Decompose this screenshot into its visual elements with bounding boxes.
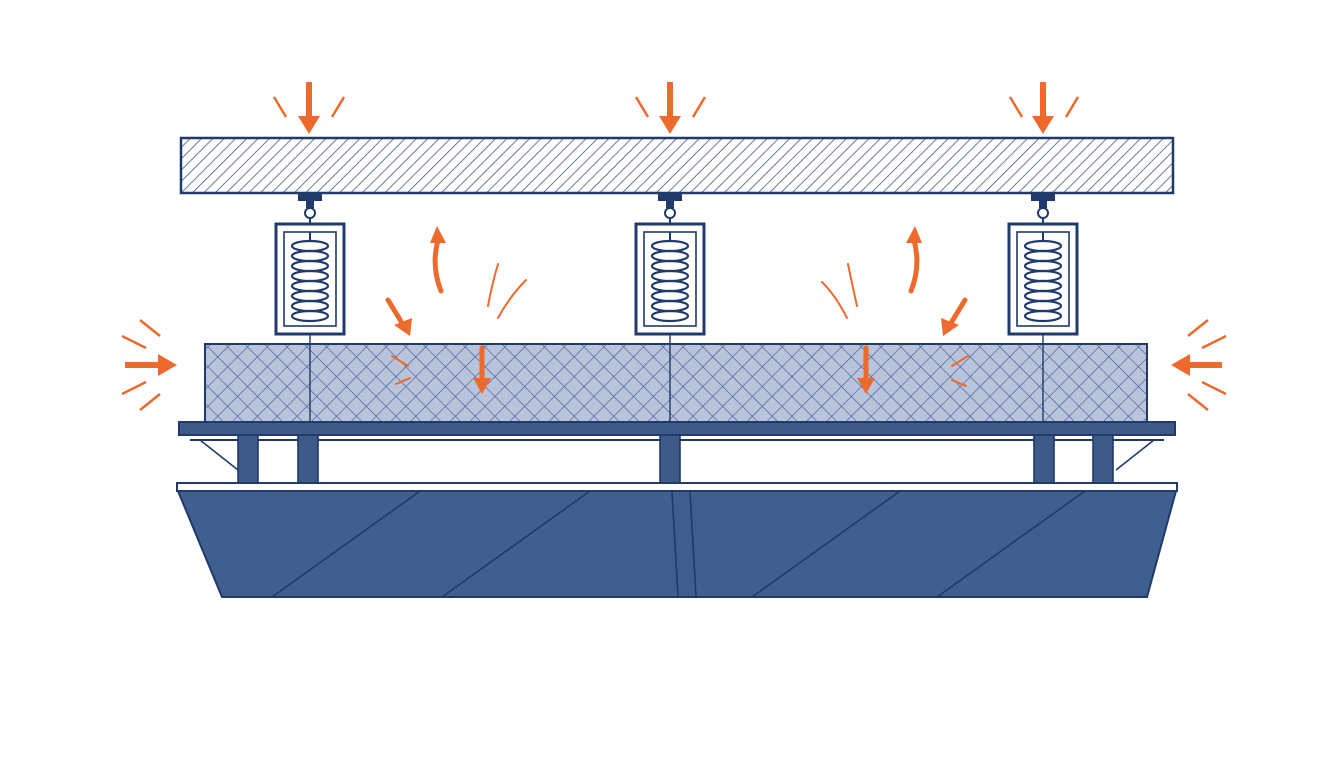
top-beam xyxy=(179,136,1175,195)
spring-isolator xyxy=(634,193,706,422)
horizontal-arrow-icon xyxy=(1171,319,1227,411)
coil-spring-icon xyxy=(1023,239,1063,323)
coil-spring-icon xyxy=(650,239,690,323)
horizontal-arrow-icon xyxy=(121,319,177,411)
down-arrow-icon xyxy=(473,345,491,394)
frame-top-plate xyxy=(178,421,1176,436)
top-load-arrows xyxy=(272,82,1080,134)
spring-isolator xyxy=(1007,193,1079,422)
motion-ticks xyxy=(391,263,969,387)
side-load-arrows xyxy=(121,319,1227,411)
curved-arrow-icon xyxy=(906,226,922,294)
base-block xyxy=(176,490,1178,598)
damping-mesh-layer xyxy=(204,343,1148,423)
down-arrow-icon xyxy=(1008,82,1080,134)
down-arrow-icon xyxy=(857,345,875,394)
diagonal-arrow-icon xyxy=(385,297,412,336)
support-frame xyxy=(178,421,1176,484)
curved-arrow-icon xyxy=(430,226,446,294)
spring-isolator xyxy=(274,193,346,422)
diagonal-arrow-icon xyxy=(941,297,968,336)
coil-spring-icon xyxy=(290,239,330,323)
spring-isolators xyxy=(274,193,1079,422)
down-arrow-icon xyxy=(634,82,707,134)
vibration-arrows xyxy=(385,226,968,394)
frame-legs xyxy=(237,434,1114,484)
mesh-vertical-rods xyxy=(309,344,1044,422)
base-platform xyxy=(176,482,1178,598)
down-arrow-icon xyxy=(272,82,346,134)
